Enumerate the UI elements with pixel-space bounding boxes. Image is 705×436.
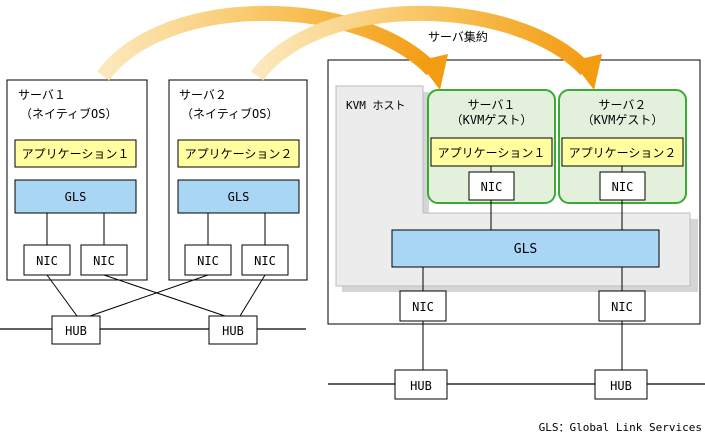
right-hub-2-label: HUB [610, 379, 632, 393]
host-gls-box [391, 229, 660, 268]
left-gls-2-label: GLS [228, 190, 250, 204]
left-server-1-sub: （ネイティブOS） [20, 106, 118, 121]
host-nic-1-label: NIC [412, 300, 434, 314]
right-hub-1-label: HUB [410, 379, 432, 393]
consolidation-label: サーバ集約 [428, 29, 488, 44]
left-nic-1a-label: NIC [36, 254, 58, 268]
guest-2-nic-label: NIC [612, 180, 634, 194]
kvm-host-label: KVM ホスト [346, 99, 406, 112]
left-app-1-box [14, 139, 137, 168]
guest-1-sub: （KVMゲスト） [451, 113, 533, 127]
left-nic-1b-label: NIC [93, 254, 115, 268]
consolidation-arrow-2 [251, 5, 602, 90]
left-nic-2a-label: NIC [197, 254, 219, 268]
left-server-2-name: サーバ２ [179, 88, 227, 102]
left-hub-2-label: HUB [222, 324, 244, 338]
left-server-1: サーバ１ （ネイティブOS） アプリケーション１ GLS NIC NIC [6, 79, 148, 281]
left-app-2-label: アプリケーション２ [185, 147, 293, 161]
left-gls-2-box [177, 179, 300, 214]
guest-1-nic-label: NIC [481, 180, 503, 194]
guest-1-app-box [430, 137, 553, 167]
consolidation-arrow-1 [96, 5, 448, 90]
host-nic-2-label: NIC [611, 300, 633, 314]
left-app-1-label: アプリケーション１ [22, 147, 130, 161]
left-nic-hub-links [46, 274, 266, 317]
guest-2-name: サーバ２ [599, 98, 647, 112]
left-gls-1-label: GLS [65, 190, 87, 204]
left-nic-2b [241, 244, 289, 276]
left-server-2: サーバ２ （ネイティブOS） アプリケーション２ GLS NIC NIC [168, 79, 308, 281]
left-hub-1 [51, 315, 101, 345]
left-app-2-box [177, 139, 300, 168]
left-server-1-name: サーバ１ [18, 88, 66, 102]
host-nic-2 [598, 290, 646, 322]
guest-2-sub: （KVMゲスト） [582, 113, 664, 127]
left-hub-1-label: HUB [65, 324, 87, 338]
left-server-2-sub: （ネイティブOS） [181, 106, 279, 121]
kvm-guest-2: サーバ２ （KVMゲスト） アプリケーション２ NIC [558, 89, 687, 204]
right-hub-1 [394, 369, 448, 400]
left-gls-1-box [14, 179, 137, 214]
kvm-guest-1: サーバ１ （KVMゲスト） アプリケーション１ NIC [427, 89, 556, 204]
guest-1-nic [468, 171, 515, 201]
footnote: GLS：Global Link Services [539, 421, 702, 434]
guest-1-name: サーバ１ [468, 98, 516, 112]
left-nic-2a [184, 244, 232, 276]
left-hub-2 [208, 315, 258, 345]
host-gls-label: GLS [514, 242, 537, 257]
right-hub-2 [594, 369, 648, 400]
left-nic-2b-label: NIC [254, 254, 276, 268]
guest-1-app-label: アプリケーション１ [438, 146, 546, 160]
host-nic-1 [399, 290, 447, 322]
guest-2-app-label: アプリケーション２ [569, 146, 677, 160]
